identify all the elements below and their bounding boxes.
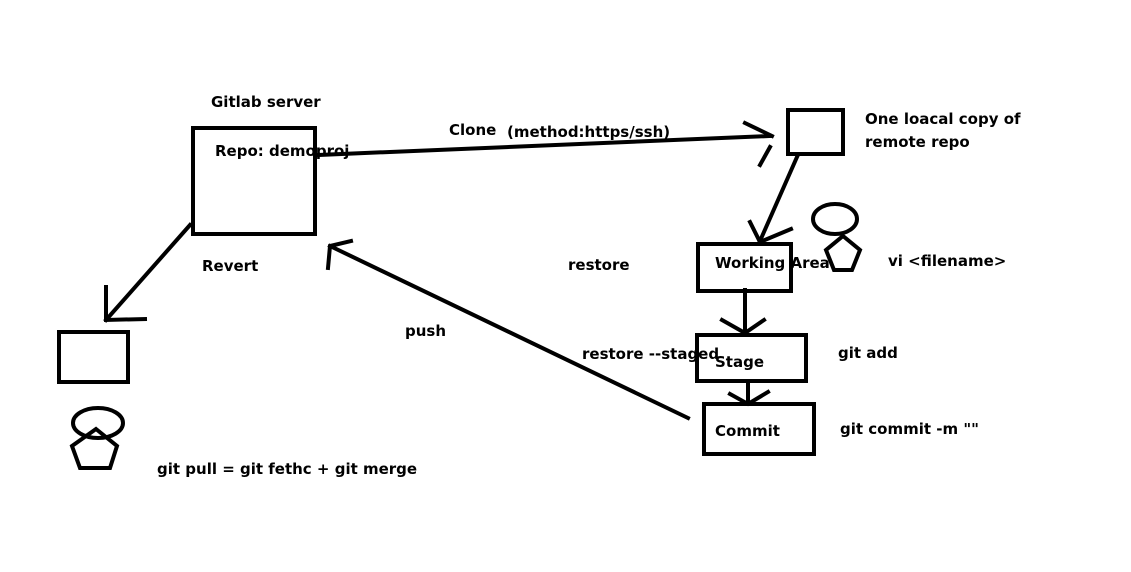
- checkout-arrow: [757, 154, 800, 244]
- push-arrow: [327, 243, 691, 421]
- local-copy-box: [786, 108, 845, 156]
- revert-label: Revert: [202, 257, 259, 275]
- git-commit-label: git commit -m "": [840, 420, 979, 438]
- pull-arrowhead: [104, 285, 148, 323]
- person-icon: [69, 406, 125, 470]
- clone-arrow: [315, 133, 773, 158]
- checkout-arrowhead: [747, 219, 794, 245]
- gitlab-server-box: [191, 126, 317, 236]
- commit-box: [702, 402, 816, 456]
- pull-arrow: [103, 222, 193, 323]
- vi-filename-label: vi <filename>: [888, 252, 1007, 270]
- clone-label: Clone: [449, 121, 497, 139]
- local-copy-label: One loacal copy of remote repo: [865, 110, 1021, 151]
- git-pull-label: git pull = git fethc + git merge: [157, 460, 418, 478]
- gitlab-server-label: Gitlab server: [211, 93, 321, 111]
- push-label: push: [405, 322, 447, 340]
- stage-label: Stage: [715, 353, 765, 371]
- commit-label: Commit: [715, 422, 780, 440]
- commit-arrowhead: [727, 389, 771, 407]
- restore-staged-label: restore --staged: [582, 345, 720, 363]
- user-copy-box: [57, 330, 130, 384]
- clone-arrowhead: [742, 120, 775, 139]
- repo-label: Repo: demoproj: [215, 142, 350, 160]
- add-arrowhead: [719, 317, 767, 336]
- working-area-label: Working Area: [715, 254, 830, 272]
- clone-arrowhead-lower: [757, 144, 773, 168]
- stage-box: [695, 333, 808, 383]
- clone-method-label: (method:https/ssh): [507, 123, 671, 141]
- git-add-label: git add: [838, 344, 898, 362]
- person-icon: [811, 202, 863, 272]
- push-arrowhead: [325, 238, 354, 271]
- restore-label: restore: [568, 256, 630, 274]
